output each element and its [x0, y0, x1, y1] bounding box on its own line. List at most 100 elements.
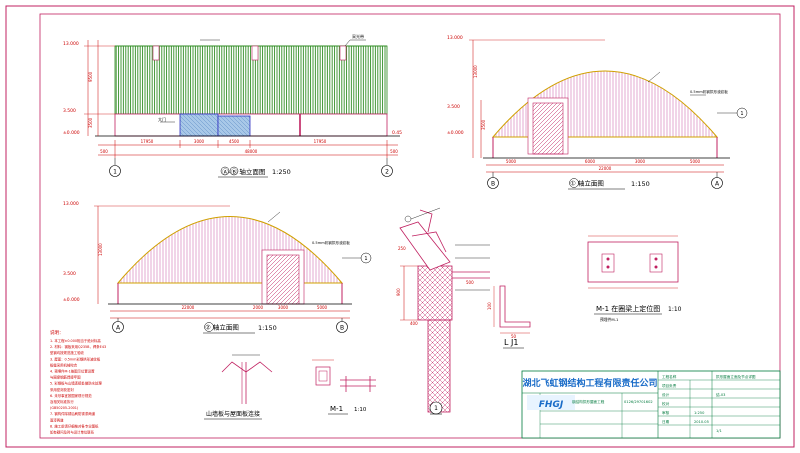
elevba-dim-1: 2000 — [253, 305, 264, 310]
m1-title: M-1 — [330, 405, 343, 413]
plate-m1-position — [587, 235, 679, 289]
cell-6: 日期 — [662, 419, 670, 424]
elevab-total: 22000 — [599, 166, 612, 171]
note-line: 采用密封胶密封 — [50, 387, 74, 392]
elevab-dim-2: 6000 — [585, 159, 596, 164]
section1-label-3: 400 — [410, 321, 418, 326]
cell-2: 项目负责 — [662, 383, 677, 388]
elevba-note: 0.5mm彩钢拱形波纹板 — [312, 240, 350, 245]
note-line: 5. 彩钢板与山墙连接处做防水处理 — [50, 381, 102, 386]
elevba-vert: 13000 — [98, 243, 103, 256]
elev12-dim-1: 17950 — [141, 139, 154, 144]
drawing-label: 拱形屋面立面及节点详图 — [716, 374, 756, 379]
section-1-detail — [399, 207, 490, 415]
detail-m1 — [312, 359, 376, 392]
elevba-scale: 1:150 — [258, 324, 277, 332]
note-line: 及相关标准执行 — [50, 399, 74, 404]
elevab-dim-4: 5000 — [690, 159, 701, 164]
elev12-note: 采光带 — [352, 33, 364, 39]
notes-heading: 说明： — [50, 329, 64, 336]
lj1-title: L J1 — [504, 338, 518, 347]
elev12-door-label: 大门 — [158, 116, 166, 122]
project-code: 0126/29701602 — [624, 400, 653, 404]
company-logo: FHGJ — [539, 400, 564, 410]
note-line: 2. 材料：钢板采用Q235B，焊条E43 — [50, 344, 106, 349]
cell-1: 工程名称 — [662, 374, 677, 379]
lj1-dim-1: 50 — [511, 334, 517, 339]
elev12-axis-left: 1 — [113, 169, 117, 176]
elevab-section-mark: 1 — [740, 111, 743, 117]
elevba-axis-left: A — [116, 325, 121, 332]
note-line: 1. 本工程±0.000相当于绝对标高 — [50, 338, 101, 343]
elevab-scale: 1:150 — [631, 180, 650, 188]
plate-m1-title: M-1 在圈梁上定位图 — [596, 304, 660, 313]
drawing-no: 1/1 — [716, 429, 722, 433]
elevba-dim-2: 3000 — [278, 305, 289, 310]
elevab-level-top: 13.000 — [447, 35, 463, 41]
section1-mark: 1 — [434, 405, 438, 412]
elevab-note: 0.5mm彩钢拱形波纹板 — [690, 89, 728, 94]
note-line: 7. 钢构件除锈后刷防锈漆两道 — [50, 411, 96, 416]
elev12-axis-right: 2 — [385, 169, 389, 176]
elevab-vert-b: 3500 — [481, 119, 486, 130]
elev12-dim-2: 3000 — [194, 139, 205, 144]
elev12-margin-right: 500 — [390, 149, 398, 154]
note-line: 8. 施工前请仔细核对各专业图纸 — [50, 423, 99, 428]
elev12-vert-dim: 9500 — [88, 71, 93, 82]
elevation-b-a — [469, 39, 748, 189]
elevab-title: ① 轴立面图 — [570, 179, 604, 188]
elev12-dim-total: 48000 — [245, 149, 258, 154]
elevab-dim-3: 3000 — [635, 159, 646, 164]
elev12-level-bottom: ±0.000 — [63, 130, 80, 136]
elevab-level-mid: 3.500 — [447, 104, 460, 110]
elevba-title: ② 轴立面图 — [205, 323, 239, 332]
elevba-dim-3: 5000 — [317, 305, 328, 310]
inner-frame — [39, 13, 781, 439]
plate-m1-note: 预埋件M-1 — [600, 317, 619, 322]
gable-connection-detail — [221, 354, 273, 404]
note-line: 3. 屋面：0.5mm彩钢拱形波纹板 — [50, 356, 101, 361]
elevba-level-mid: 3.500 — [63, 271, 76, 277]
section1-label-4: 500 — [466, 280, 474, 285]
note-line: 如有疑问及时与设计单位联系 — [50, 430, 95, 435]
elev12-scale: 1:250 — [272, 168, 291, 176]
elevba-level-bottom: ±0.000 — [63, 297, 80, 303]
note-line: 板缝采用机械咬合 — [50, 362, 78, 367]
elevba-axis-right: B — [340, 325, 344, 332]
outer-frame — [5, 5, 795, 448]
elevation-a-b — [94, 205, 372, 333]
elev12-level-right: 0.45 — [392, 130, 402, 136]
sheet-no: 结-03 — [716, 392, 725, 397]
angle-lj1 — [493, 285, 531, 334]
note-line: 4. 预埋件M-1按图示位置设置 — [50, 369, 95, 374]
cell-5: 审核 — [662, 410, 670, 415]
elev12-level-top: 13.000 — [63, 41, 79, 47]
lj1-dim-2: 100 — [487, 302, 492, 310]
cell-4: 校对 — [662, 401, 670, 406]
title-block — [521, 370, 781, 439]
elevba-level-top: 13.000 — [63, 201, 79, 207]
elevab-axis-left: B — [491, 181, 495, 188]
elev12-level-mid: 3.500 — [63, 108, 76, 114]
elev12-dim-4: 17950 — [314, 139, 327, 144]
elevab-axis-right: A — [715, 181, 720, 188]
note-line: 面漆两道 — [50, 417, 64, 422]
note-line: 6. 未尽事宜按国家现行规范 — [50, 393, 92, 398]
note-line: (GB50205-2001) — [50, 406, 79, 410]
elev12-margin-left: 500 — [100, 149, 108, 154]
company-name: 湖北飞虹钢结构工程有限责任公司 — [522, 377, 657, 389]
project-label: 钢结构拱形屋面工程 — [572, 399, 605, 404]
elev12-vert-dim-b: 3500 — [88, 117, 93, 128]
note-line: 型钢均按规范施工验收 — [50, 350, 85, 355]
plate-m1-scale: 1:10 — [668, 306, 682, 313]
cell-3: 设计 — [662, 392, 670, 397]
section1-label-2: 900 — [396, 288, 401, 296]
section1-label-1: 250 — [398, 246, 406, 251]
elevab-vert: 13000 — [473, 65, 478, 78]
date-value: 2010.05 — [694, 420, 709, 424]
elevab-level-bottom: ±0.000 — [447, 130, 464, 136]
elevab-dim-1: 5000 — [506, 159, 517, 164]
scale-value: 1:250 — [694, 411, 705, 415]
